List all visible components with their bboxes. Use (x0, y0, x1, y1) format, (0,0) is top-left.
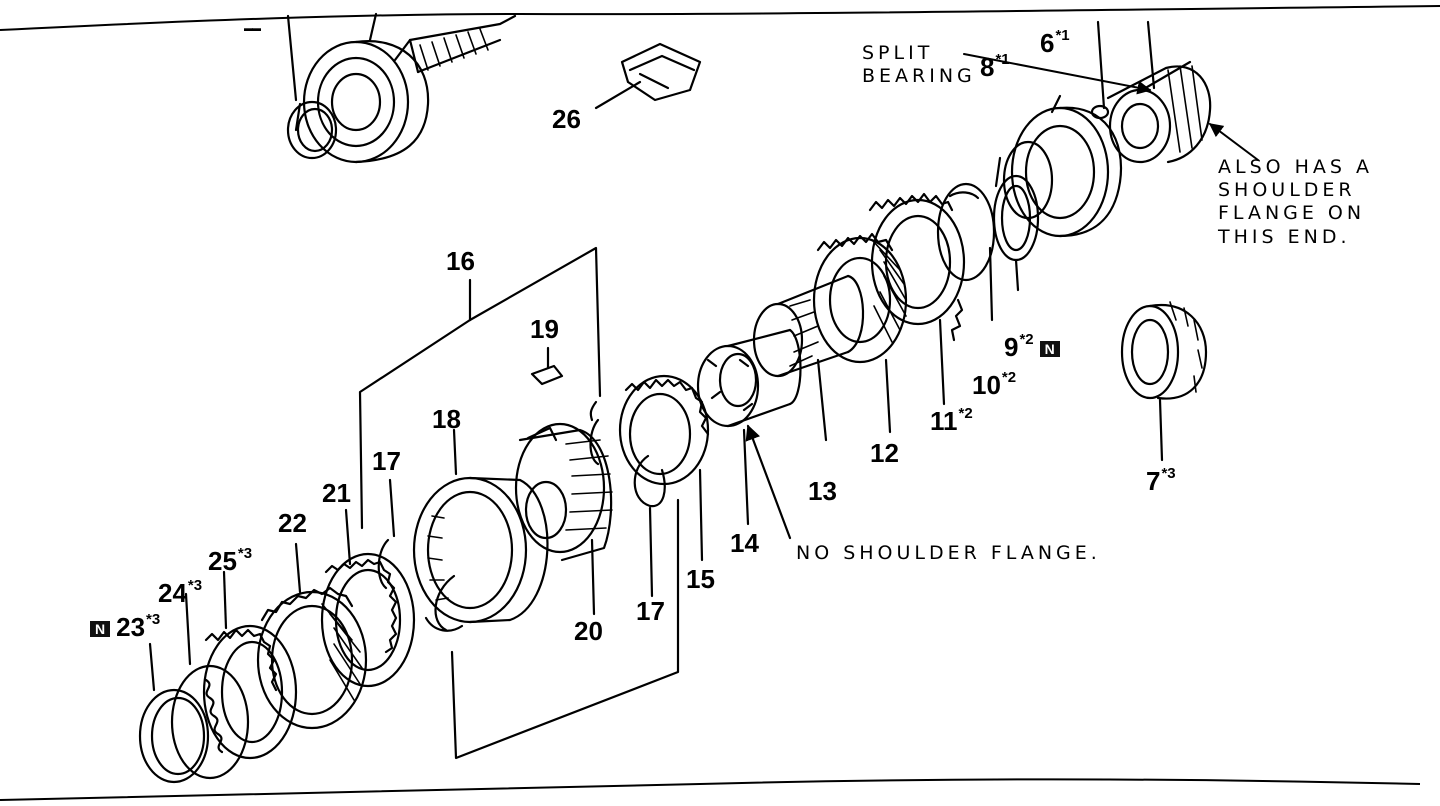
label-part-14: 14 (730, 528, 759, 558)
note-no-shoulder-flange: NO SHOULDER FLANGE. (796, 542, 1101, 564)
label-part-15: 15 (686, 564, 715, 594)
part-14-sleeve (696, 328, 802, 526)
part-21-gear (320, 508, 416, 688)
label-part-25: 25*3 (208, 545, 253, 576)
label-part-8: 8*1 (980, 51, 1010, 82)
label-part-7: 7*3 (1146, 465, 1176, 496)
part-16-bracket (358, 246, 680, 760)
parts-9-10-washers (936, 156, 1040, 322)
label-part-26: 26 (552, 104, 581, 134)
label-part-21: 21 (322, 478, 351, 508)
part-12-helical-gear (812, 232, 908, 434)
top-left-mark: ▬▬ (244, 23, 261, 33)
arrow-shoulder-flange (1208, 123, 1259, 161)
part-18-sliding-sleeve (412, 428, 549, 632)
bottom-page-edge (0, 778, 1421, 801)
part-23-snap-ring (138, 642, 210, 784)
part-26-split-bearing-half (594, 42, 702, 110)
label-part-24: 24*3 (158, 577, 203, 608)
label-part-18: 18 (432, 404, 461, 434)
main-shaft-bearing-assembly (286, 12, 517, 164)
label-part-10: 10*2 (972, 369, 1017, 400)
top-page-edge (0, 5, 1440, 31)
part-24-wave-washer (170, 592, 250, 780)
label-part-6: 6*1 (1040, 27, 1070, 58)
label-part-22: 22 (278, 508, 307, 538)
label-part-17-left: 17 (372, 446, 401, 476)
arrow-split-bearing (963, 53, 1152, 95)
part-15-synchro-ring (618, 374, 710, 562)
label-part-13: 13 (808, 476, 837, 506)
part-17-snap-rings (377, 400, 666, 598)
label-part-17-right: 17 (636, 596, 665, 626)
part-19-key (530, 346, 564, 386)
part-22-helical-gear (256, 542, 368, 730)
note-also-has-shoulder-flange: ALSO HAS A SHOULDER FLANGE ON THIS END. (1218, 156, 1374, 248)
part-13-splined-hub (752, 274, 865, 442)
label-part-20: 20 (574, 616, 603, 646)
label-part-11: 11*2 (930, 405, 973, 436)
label-part-19: 19 (530, 314, 559, 344)
new-part-badge: N (90, 621, 111, 638)
part-8-split-bearing-cone (1090, 20, 1212, 164)
arrow-no-flange (745, 424, 792, 540)
note-split-bearing: SPLIT BEARING (862, 42, 976, 88)
part-20-synchro-hub (514, 422, 613, 616)
label-part-9: 9*2N (1004, 332, 1060, 360)
part-7-bearing-cone (1120, 301, 1208, 462)
part-25-gear (202, 570, 298, 760)
label-part-12: 12 (870, 438, 899, 468)
label-part-16: 16 (446, 246, 475, 276)
new-part-badge: N (1039, 341, 1060, 358)
